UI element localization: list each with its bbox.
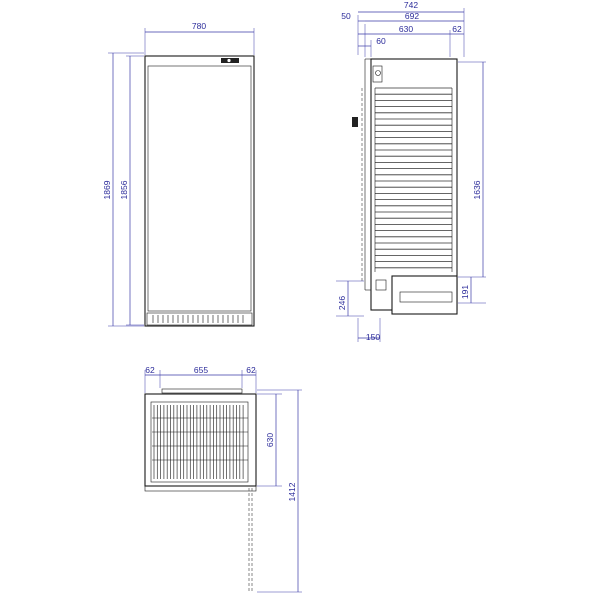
dim-top-width-655: 655 xyxy=(194,365,208,375)
side-view: 742 50 692 630 62 60 1636 191 246 150 xyxy=(336,0,486,342)
front-base-grille xyxy=(152,315,244,323)
side-control-box xyxy=(372,65,383,83)
dim-top-depth-open: 1412 xyxy=(287,482,297,501)
side-shelves xyxy=(374,87,453,272)
top-inner-frame xyxy=(150,401,249,483)
dim-side-total-depth: 742 xyxy=(404,0,418,10)
top-door-edge xyxy=(161,388,243,394)
top-evaporator-grille xyxy=(152,405,248,479)
dim-front-height-body: 1856 xyxy=(119,180,129,199)
side-compressor-box xyxy=(391,275,458,315)
dim-side-692: 692 xyxy=(405,11,419,21)
front-control-knob xyxy=(227,58,231,63)
dim-side-inner-height: 1636 xyxy=(472,180,482,199)
dim-side-bottom-shelf: 191 xyxy=(460,285,470,299)
dim-side-630: 630 xyxy=(399,24,413,34)
front-cabinet xyxy=(144,55,255,327)
dim-side-base-height: 246 xyxy=(337,296,347,310)
front-door xyxy=(147,65,252,312)
dim-front-height-total: 1869 xyxy=(102,180,112,199)
dim-front-width: 780 xyxy=(192,21,206,31)
front-base xyxy=(146,312,253,326)
dim-side-base-depth: 150 xyxy=(366,332,380,342)
dim-top-right-offset: 62 xyxy=(246,365,256,375)
dim-top-depth-630: 630 xyxy=(265,433,275,447)
dim-side-right-offset: 62 xyxy=(452,24,462,34)
dim-top-left-offset: 62 xyxy=(145,365,155,375)
front-view: 780 1869 1856 xyxy=(102,21,255,327)
dim-side-left-offset: 50 xyxy=(341,11,351,21)
dim-side-inner-offset: 60 xyxy=(376,36,386,46)
side-thermostat-icon xyxy=(375,70,381,76)
door-handle xyxy=(352,117,358,127)
top-view: 62 655 62 630 1412 xyxy=(144,365,302,593)
side-cabinet xyxy=(370,58,458,311)
